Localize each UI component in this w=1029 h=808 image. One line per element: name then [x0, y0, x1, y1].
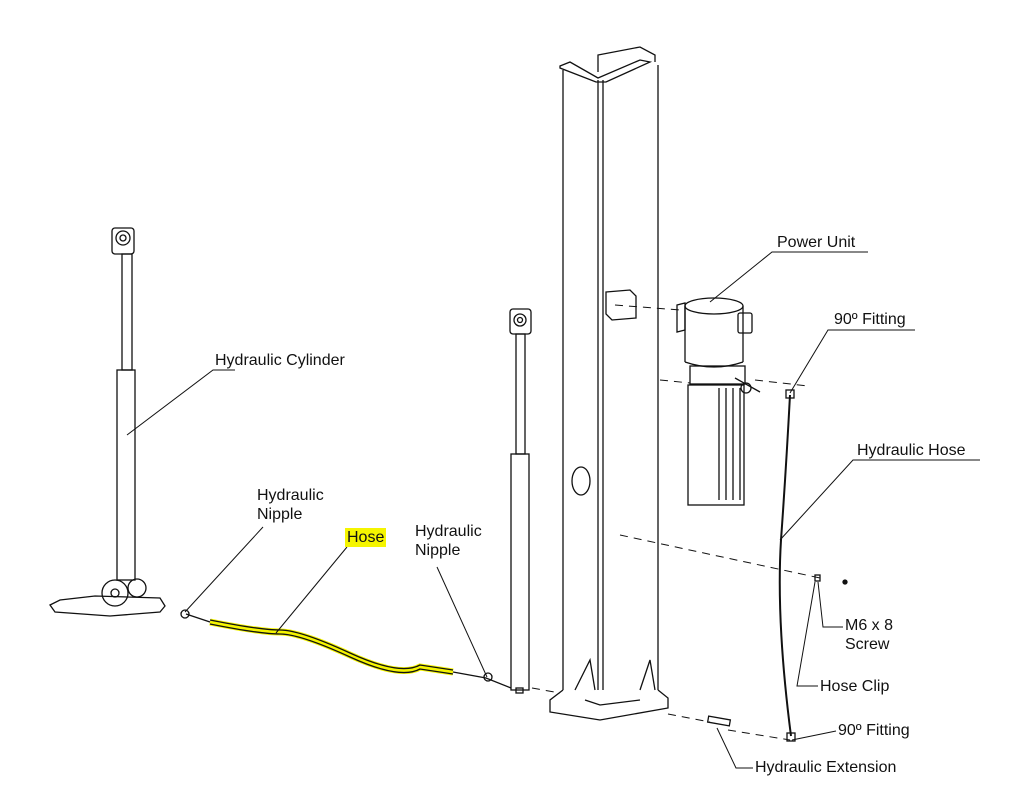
leader-lines — [126, 251, 980, 769]
label-line: Screw — [845, 636, 890, 653]
label-m6-screw: M6 x 8 Screw — [845, 616, 893, 654]
alignment-lines — [531, 304, 821, 741]
label-hose-clip: Hose Clip — [820, 678, 890, 695]
label-power-unit: Power Unit — [777, 234, 856, 251]
label-hydraulic-cylinder: Hydraulic Cylinder — [215, 352, 345, 369]
right-hydraulic-cylinder — [509, 308, 532, 694]
label-hydraulic-extension: Hydraulic Extension — [755, 759, 897, 776]
label-line: Hydraulic — [257, 487, 324, 504]
label-hydraulic-nipple-right: Hydraulic Nipple — [415, 522, 482, 560]
label-line: Nipple — [257, 506, 303, 523]
label-hose-highlighted: Hose — [345, 528, 387, 547]
label-line: Nipple — [415, 542, 461, 559]
label-line: Hydraulic — [415, 523, 482, 540]
lift-column — [549, 46, 669, 721]
label-90-fitting-top: 90º Fitting — [834, 311, 906, 328]
hose-highlighted — [180, 609, 512, 689]
label-hydraulic-hose: Hydraulic Hose — [857, 442, 966, 459]
label-90-fitting-bottom: 90º Fitting — [838, 722, 910, 739]
label-line: M6 x 8 — [845, 617, 894, 634]
left-hydraulic-cylinder — [49, 227, 166, 617]
hydraulic-hose-right — [706, 389, 848, 742]
power-unit — [676, 297, 761, 506]
label-hydraulic-nipple-left: Hydraulic Nipple — [257, 486, 324, 524]
